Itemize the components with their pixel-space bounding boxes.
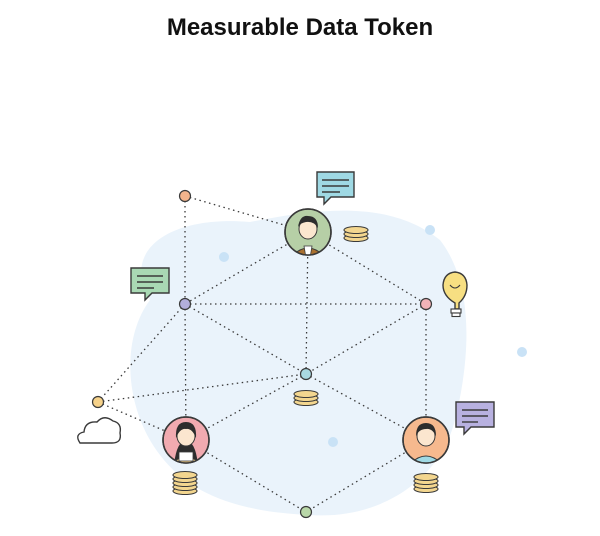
coin-stack-icon <box>413 472 439 494</box>
speech-bubble-icon <box>130 267 170 302</box>
edge <box>305 303 427 375</box>
edge <box>184 303 307 375</box>
lightbulb-icon <box>442 271 468 318</box>
edge <box>184 195 309 233</box>
node-orange <box>178 189 192 203</box>
edge <box>97 401 187 441</box>
decor-dot <box>219 252 229 262</box>
coin-stack-icon <box>293 389 319 407</box>
node-teal <box>299 367 313 381</box>
person-avatar-icon <box>402 416 450 464</box>
coin-stack-icon <box>172 470 198 496</box>
node-pink <box>419 297 433 311</box>
node-purple <box>178 297 192 311</box>
edge <box>305 231 309 375</box>
edge <box>184 231 309 305</box>
node-green <box>299 505 313 519</box>
decor-dot <box>425 225 435 235</box>
network-edges <box>97 195 427 513</box>
speech-bubble-icon <box>316 171 355 206</box>
speech-bubble-icon <box>455 401 495 436</box>
decor-dot <box>328 437 338 447</box>
background-blob <box>130 210 467 516</box>
cloud-icon <box>77 417 122 444</box>
node-yellow <box>91 395 105 409</box>
page-title: Measurable Data Token <box>166 14 434 41</box>
coin-stack-icon <box>343 225 369 243</box>
person-avatar-icon <box>162 416 210 464</box>
decor-dot <box>517 347 527 357</box>
edge <box>307 231 427 305</box>
edge <box>97 303 186 403</box>
